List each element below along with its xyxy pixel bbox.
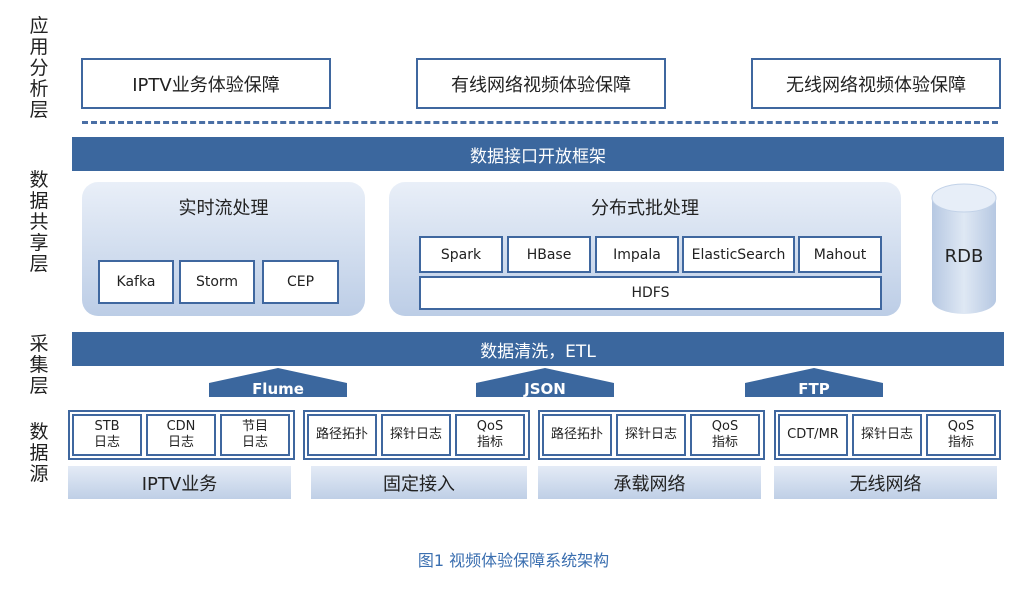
data-interface-band: 数据接口开放框架 bbox=[72, 137, 1004, 171]
bearer-topology-box: 路径拓扑 bbox=[542, 414, 612, 456]
layer-label-app: 应用分析层 bbox=[29, 15, 49, 121]
layer-label-source: 数据源 bbox=[29, 421, 49, 485]
figure-caption: 图1 视频体验保障系统架构 bbox=[417, 551, 610, 570]
cdt-mr-box: CDT/MR bbox=[778, 414, 848, 456]
realtime-title: 实时流处理 bbox=[178, 198, 269, 219]
app-box-iptv: IPTV业务体验保障 bbox=[81, 58, 331, 109]
layer-label-share: 数据共享层 bbox=[29, 169, 49, 275]
ftp-label: FTP bbox=[798, 380, 830, 398]
flume-arrow bbox=[209, 368, 347, 397]
rdb-cylinder: RDB bbox=[930, 182, 998, 316]
realtime-panel: 实时流处理 Kafka Storm CEP bbox=[82, 182, 365, 316]
bearer-probe-box: 探针日志 bbox=[616, 414, 686, 456]
fixed-topology-box: 路径拓扑 bbox=[307, 414, 377, 456]
app-box-wired: 有线网络视频体验保障 bbox=[416, 58, 666, 109]
app-box-wireless: 无线网络视频体验保障 bbox=[751, 58, 1001, 109]
json-arrow bbox=[476, 368, 614, 397]
source-bar-iptv: IPTV业务 bbox=[68, 466, 291, 499]
elasticsearch-box: ElasticSearch bbox=[682, 236, 795, 273]
batch-panel: 分布式批处理 Spark HBase Impala ElasticSearch … bbox=[389, 182, 901, 316]
json-label: JSON bbox=[524, 380, 566, 398]
layer-divider bbox=[82, 121, 998, 124]
kafka-box: Kafka bbox=[98, 260, 174, 304]
source-bar-fixed: 固定接入 bbox=[311, 466, 527, 499]
hbase-box: HBase bbox=[507, 236, 591, 273]
source-bar-wireless: 无线网络 bbox=[774, 466, 997, 499]
program-log-box: 节目日志 bbox=[220, 414, 290, 456]
rdb-label: RDB bbox=[944, 246, 984, 267]
mahout-box: Mahout bbox=[798, 236, 882, 273]
etl-band: 数据清洗，ETL bbox=[72, 332, 1004, 366]
wireless-probe-box: 探针日志 bbox=[852, 414, 922, 456]
impala-box: Impala bbox=[595, 236, 679, 273]
flume-label: Flume bbox=[252, 380, 304, 398]
hdfs-box: HDFS bbox=[419, 276, 882, 310]
storm-box: Storm bbox=[179, 260, 255, 304]
layer-label-collect: 采集层 bbox=[29, 333, 49, 397]
spark-box: Spark bbox=[419, 236, 503, 273]
fixed-probe-box: 探针日志 bbox=[381, 414, 451, 456]
ftp-arrow bbox=[745, 368, 883, 397]
batch-title: 分布式批处理 bbox=[591, 198, 699, 219]
source-bar-bearer: 承载网络 bbox=[538, 466, 761, 499]
cep-box: CEP bbox=[262, 260, 339, 304]
